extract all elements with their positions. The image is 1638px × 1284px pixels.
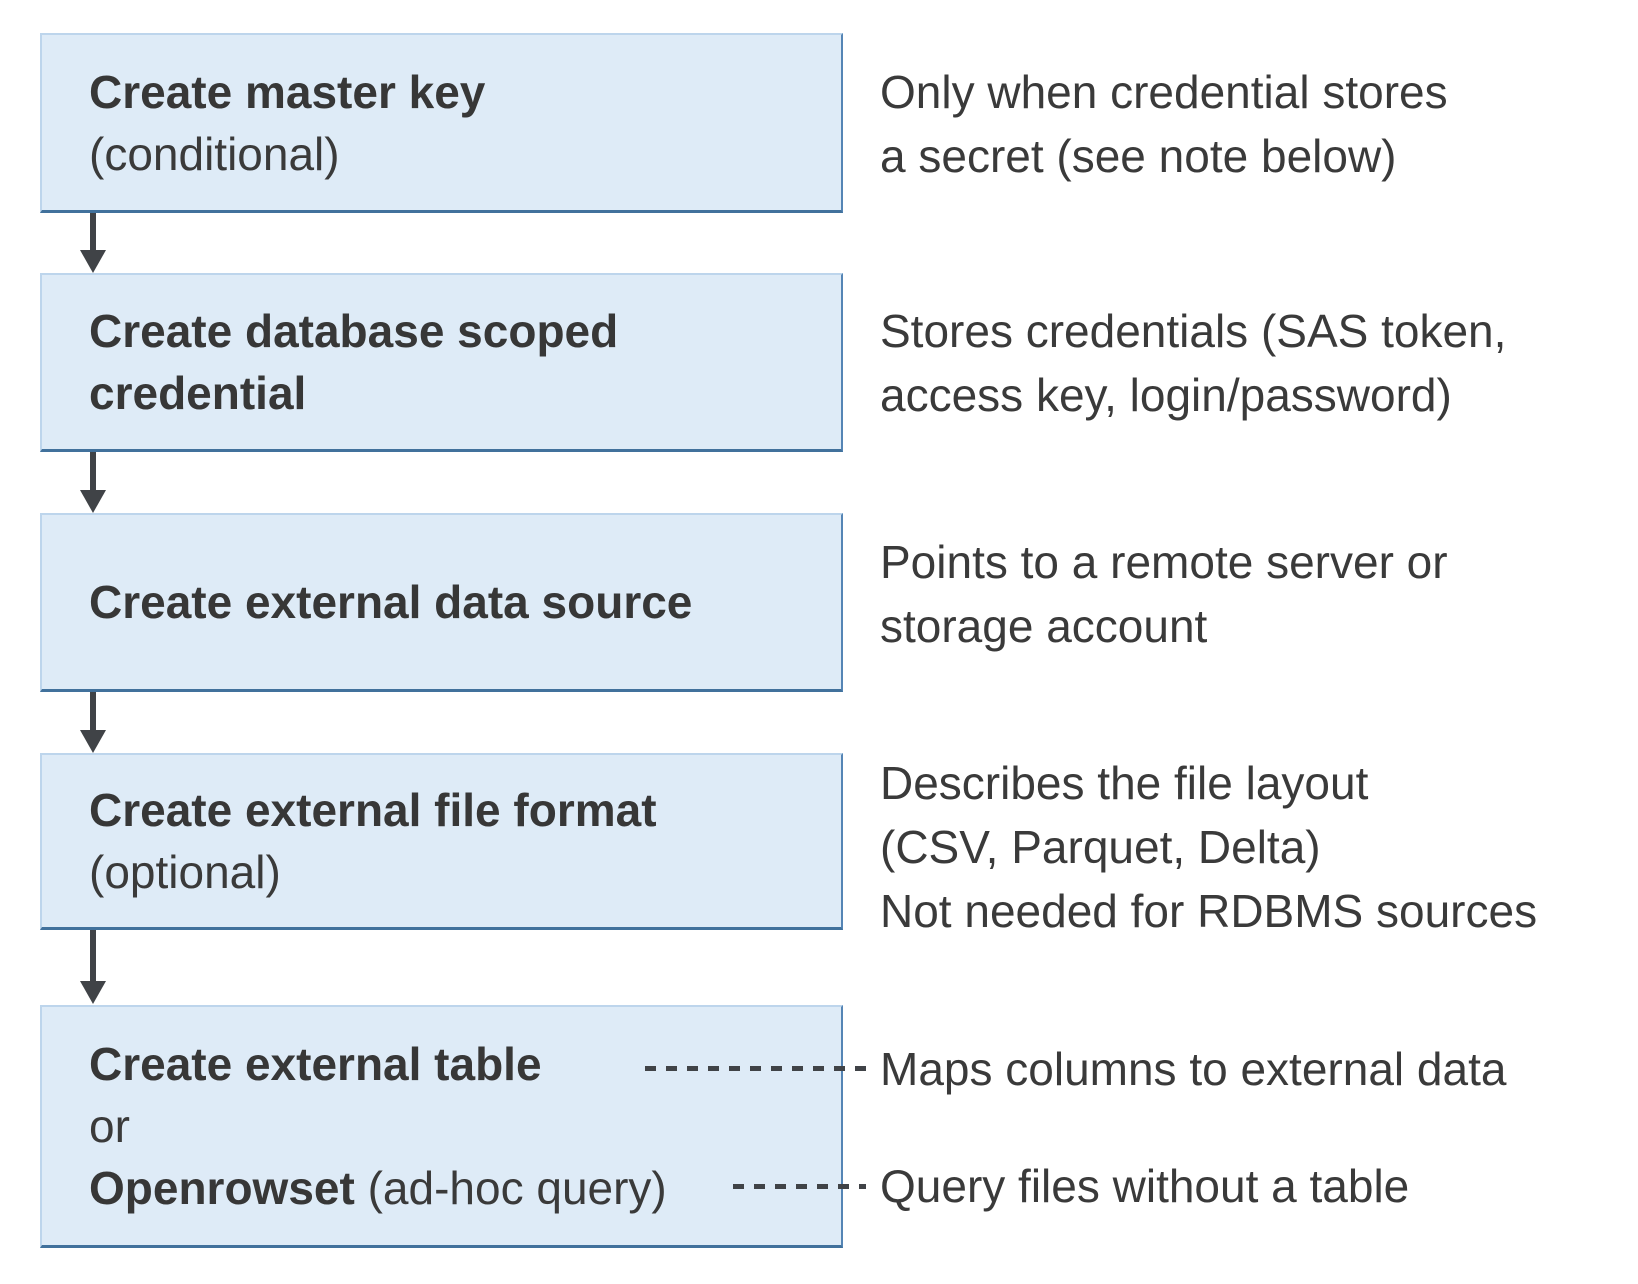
annotation-scoped-credential: Stores credentials (SAS token, access ke…: [880, 305, 1507, 421]
flow-box-create-master-key: Create master key (conditional): [40, 33, 843, 213]
step-alt-line: Openrowset (ad-hoc query): [89, 1157, 841, 1219]
arrow-stem: [89, 452, 96, 490]
dashed-connector-openrowset: [733, 1184, 866, 1189]
arrow-head-icon: [79, 250, 106, 273]
step-connector-or: or: [89, 1100, 130, 1152]
annotation-master-key: Only when credential stores a secret (se…: [880, 66, 1448, 182]
dashed-connector-external-table: [645, 1066, 867, 1071]
step-alt-suffix: (ad-hoc query): [354, 1162, 667, 1214]
step-title: Create external table: [89, 1038, 542, 1090]
step-alt-title: Openrowset: [89, 1162, 355, 1214]
step-title: Create external file format: [89, 784, 657, 836]
step-title: Create database scoped credential: [89, 305, 619, 419]
flow-arrow-down-1: [79, 213, 106, 273]
flow-box-create-external-data-source: Create external data source: [40, 513, 843, 692]
flow-box-create-database-scoped-credential: Create database scoped credential: [40, 273, 843, 452]
flow-box-create-external-table-or-openrowset: Create external table or Openrowset (ad-…: [40, 1005, 843, 1248]
flow-box-create-external-file-format: Create external file format (optional): [40, 753, 843, 930]
step-title: Create master key: [89, 65, 486, 118]
flow-arrow-down-3: [79, 692, 106, 753]
annotation-file-format: Describes the file layout (CSV, Parquet,…: [880, 757, 1538, 937]
step-subtitle: (conditional): [89, 127, 340, 180]
arrow-head-icon: [79, 730, 106, 753]
annotation-openrowset: Query files without a table: [880, 1160, 1410, 1212]
annotation-data-source: Points to a remote server or storage acc…: [880, 536, 1448, 652]
arrow-head-icon: [79, 490, 106, 513]
arrow-stem: [89, 930, 96, 981]
step-title: Create external data source: [89, 576, 693, 628]
flow-arrow-down-2: [79, 452, 106, 513]
arrow-head-icon: [79, 981, 106, 1004]
arrow-stem: [89, 692, 96, 730]
annotation-external-table: Maps columns to external data: [880, 1043, 1507, 1095]
arrow-stem: [89, 213, 96, 250]
step-subtitle: (optional): [89, 846, 281, 898]
flow-arrow-down-4: [79, 930, 106, 1004]
